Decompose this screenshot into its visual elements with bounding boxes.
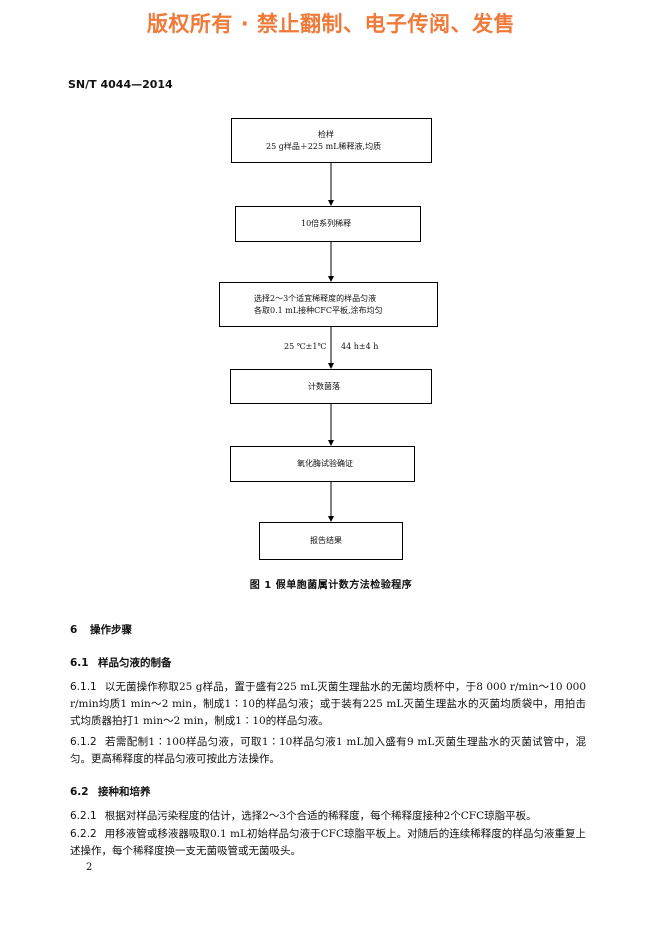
flow-step-count-label: 计数菌落 (308, 381, 340, 391)
flowchart-arrows (328, 163, 334, 522)
paragraph-6-1-1-text: 以无菌操作称取25 g样品，置于盛有225 mL灭菌生理盐水的无菌均质杯中，于8… (70, 681, 586, 727)
section-6-1-title: 样品匀液的制备 (98, 657, 172, 669)
section-6-2-number: 6.2 (70, 786, 89, 798)
flow-step-inoculate: 选择2～3个适宜稀释度的样品匀液 各取0.1 mL接种CFC平板,涂布均匀 (219, 282, 438, 327)
section-6-title: 操作步骤 (90, 624, 132, 636)
flow-step-sample: 检样 25 g样品＋225 mL稀释液,均质 (231, 118, 432, 163)
section-6-number: 6 (70, 624, 78, 636)
paragraph-6-1-2-number: 6.1.2 (70, 736, 97, 748)
paragraph-6-2-1-number: 6.2.1 (70, 810, 97, 822)
section-6-1-heading: 6.1 样品匀液的制备 (70, 655, 172, 670)
incubation-time: 44 h±4 h (341, 342, 379, 351)
paragraph-6-1-1-number: 6.1.1 (70, 681, 97, 693)
flow-step-inoculate-line2: 各取0.1 mL接种CFC平板,涂布均匀 (254, 305, 383, 315)
section-6-2-heading: 6.2 接种和培养 (70, 784, 151, 799)
flow-step-sample-title: 检样 (318, 129, 334, 139)
paragraph-6-2-2-text: 用移液管或移液器吸取0.1 mL初始样品匀液于CFC琼脂平板上。对随后的连续稀释… (70, 828, 586, 857)
flow-step-oxidase-label: 氧化酶试验确证 (297, 459, 353, 468)
flow-step-report: 报告结果 (259, 522, 403, 560)
paragraph-6-1-2-text: 若需配制1∶100样品匀液，可取1∶10样品匀液1 mL加入盛有9 mL灭菌生理… (70, 736, 586, 765)
flow-step-sample-detail: 25 g样品＋225 mL稀释液,均质 (266, 141, 382, 151)
page-number: 2 (86, 862, 93, 873)
paragraph-6-2-1: 6.2.1 根据对样品污染程度的估计，选择2～3个合适的稀释度，每个稀释度接种2个… (70, 808, 586, 825)
paragraph-6-2-1-text: 根据对样品污染程度的估计，选择2～3个合适的稀释度，每个稀释度接种2个CFC琼脂… (104, 810, 537, 822)
section-6-heading: 6 操作步骤 (70, 622, 132, 637)
flow-step-report-label: 报告结果 (310, 536, 342, 545)
incubation-temperature: 25 ℃±1℃ (284, 342, 327, 351)
section-6-2-title: 接种和培养 (98, 786, 151, 798)
watermark-banner: 版权所有 · 禁止翻制、电子传阅、发售 (146, 12, 516, 36)
flow-step-dilution-label: 10倍系列稀释 (301, 219, 352, 228)
flow-step-dilution: 10倍系列稀释 (235, 206, 421, 242)
flow-step-count: 计数菌落 (230, 369, 432, 404)
paragraph-6-2-2-number: 6.2.2 (70, 828, 97, 840)
standard-code: SN/T 4044—2014 (68, 78, 173, 91)
flow-step-inoculate-line1: 选择2～3个适宜稀释度的样品匀液 (254, 293, 377, 303)
section-6-1-number: 6.1 (70, 657, 89, 669)
figure-caption: 图 1 假单胞菌属计数方法检验程序 (249, 580, 413, 591)
flow-step-oxidase: 氧化酶试验确证 (230, 446, 415, 482)
